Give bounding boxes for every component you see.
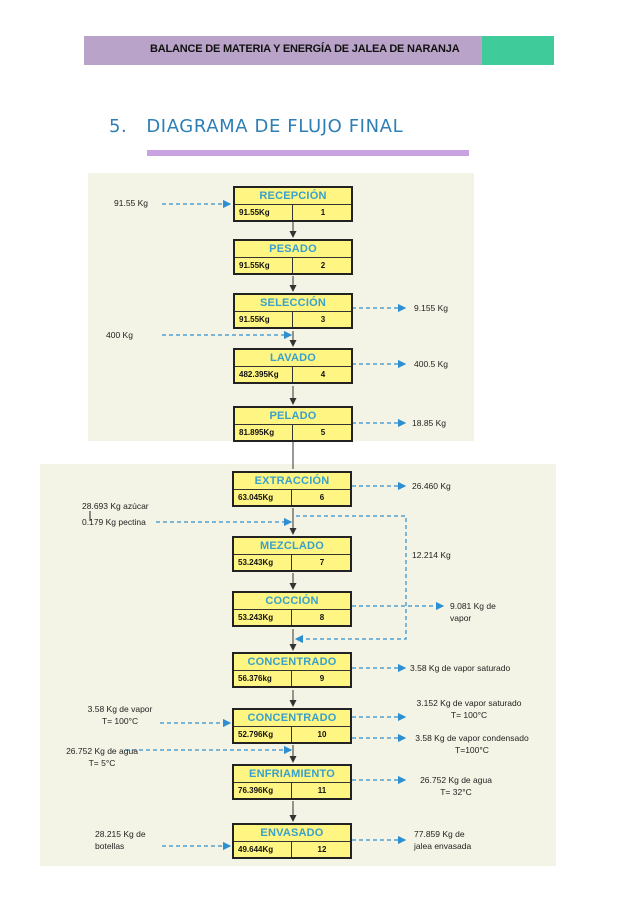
input-botellas-line1: 28.215 Kg de xyxy=(95,829,146,839)
output-seleccion-label: 9.155 Kg xyxy=(414,303,449,313)
step-title: MEZCLADO xyxy=(234,538,350,555)
step-number: 1 xyxy=(320,208,326,217)
step-title: CONCENTRADO xyxy=(234,710,350,727)
input-vapor-line1: 3.58 Kg de vapor xyxy=(87,704,153,714)
step-seleccion: SELECCIÓN 91.55Kg 3 xyxy=(233,293,353,329)
input-agua-label: 26.752 Kg de agua T= 5°C xyxy=(62,745,142,769)
step-mass: 91.55Kg xyxy=(237,312,293,327)
input-azucar-label: 28.693 Kg azúcar xyxy=(82,501,149,511)
output-enfriamiento-line2: T= 32°C xyxy=(440,787,472,797)
step-mass: 482.395Kg xyxy=(237,367,293,382)
output-coccion-label: 9.081 Kg de vapor xyxy=(450,600,496,624)
step-number: 9 xyxy=(319,674,325,683)
output-recirculacion-label: 12.214 Kg xyxy=(412,550,451,560)
input-vapor-label: 3.58 Kg de vapor T= 100°C xyxy=(80,703,160,727)
step-title: COCCIÓN xyxy=(234,593,350,610)
step-number: 6 xyxy=(319,493,325,502)
step-pesado: PESADO 91.55Kg 2 xyxy=(233,239,353,275)
step-mass: 56.376kg xyxy=(236,671,292,686)
step-mezclado: MEZCLADO 53.243Kg 7 xyxy=(232,536,352,572)
step-pelado: PELADO 81.895Kg 5 xyxy=(233,406,353,442)
step-mass: 91.55Kg xyxy=(237,258,293,273)
step-number: 2 xyxy=(320,261,326,270)
output-concentrado10b-label: 3.58 Kg de vapor condensado T=100°C xyxy=(404,732,540,756)
output-coccion-line1: 9.081 Kg de xyxy=(450,601,496,611)
step-number: 10 xyxy=(317,730,327,739)
step-enfriamiento: ENFRIAMIENTO 76.396Kg 11 xyxy=(232,764,352,800)
section-number: 5. xyxy=(109,116,128,137)
step-number: 4 xyxy=(320,370,326,379)
step-mass: 52.796Kg xyxy=(236,727,292,742)
input-agua-line1: 26.752 Kg de agua xyxy=(66,746,138,756)
step-extraccion: EXTRACCIÓN 63.045Kg 6 xyxy=(232,471,352,507)
step-coccion: COCCIÓN 53.243Kg 8 xyxy=(232,591,352,627)
section-underline xyxy=(147,150,469,156)
input-pectina-label: 0.179 Kg pectina xyxy=(82,517,146,527)
step-number: 8 xyxy=(319,613,325,622)
step-number: 3 xyxy=(320,315,326,324)
output-concentrado9-label: 3.58 Kg de vapor saturado xyxy=(410,663,511,673)
output-enfriamiento-label: 26.752 Kg de agua T= 32°C xyxy=(408,774,504,798)
step-title: SELECCIÓN xyxy=(235,295,351,312)
step-envasado: ENVASADO 49.644Kg 12 xyxy=(232,823,352,859)
step-mass: 81.895Kg xyxy=(237,425,293,440)
input-recepcion-label: 91.55 Kg xyxy=(114,198,149,208)
input-lavado-label: 400 Kg xyxy=(106,330,133,340)
step-mass: 53.243Kg xyxy=(236,555,292,570)
output-envasado-label: 77.859 Kg de jalea envasada xyxy=(414,828,471,852)
section-title-text: DIAGRAMA DE FLUJO FINAL xyxy=(146,116,404,137)
arrow-recirculacion xyxy=(294,515,407,644)
input-agua-line2: T= 5°C xyxy=(88,758,116,768)
step-title: EXTRACCIÓN xyxy=(234,473,350,490)
output-pelado-label: 18.85 Kg xyxy=(412,418,447,428)
step-lavado: LAVADO 482.395Kg 4 xyxy=(233,348,353,384)
input-botellas-line2: botellas xyxy=(95,841,125,851)
step-title: PELADO xyxy=(235,408,351,425)
step-title: RECEPCIÓN xyxy=(235,188,351,205)
output-concentrado10a-label: 3.152 Kg de vapor saturado T= 100°C xyxy=(404,697,534,721)
output-coccion-line2: vapor xyxy=(450,613,472,623)
header-accent xyxy=(482,36,554,65)
step-mass: 53.243Kg xyxy=(236,610,292,625)
page-header: BALANCE DE MATERIA Y ENERGÍA DE JALEA DE… xyxy=(84,36,554,65)
input-botellas-label: 28.215 Kg de botellas xyxy=(95,828,146,852)
header-band xyxy=(84,36,482,65)
output-enfriamiento-line1: 26.752 Kg de agua xyxy=(420,775,492,785)
step-title: LAVADO xyxy=(235,350,351,367)
header-title: BALANCE DE MATERIA Y ENERGÍA DE JALEA DE… xyxy=(150,43,460,55)
step-number: 7 xyxy=(319,558,325,567)
output-concentrado10b-line2: T=100°C xyxy=(455,745,489,755)
step-mass: 91.55Kg xyxy=(237,205,293,220)
step-number: 5 xyxy=(320,428,326,437)
input-vapor-line2: T= 100°C xyxy=(101,716,139,726)
step-title: ENVASADO xyxy=(234,825,350,842)
step-title: PESADO xyxy=(235,241,351,258)
output-concentrado10b-line1: 3.58 Kg de vapor condensado xyxy=(415,733,529,743)
output-concentrado10a-line2: T= 100°C xyxy=(450,710,488,720)
output-extraccion-label: 26.460 Kg xyxy=(412,481,451,491)
section-title: 5. DIAGRAMA DE FLUJO FINAL xyxy=(109,116,403,137)
step-mass: 49.644Kg xyxy=(236,842,292,857)
output-concentrado10a-line1: 3.152 Kg de vapor saturado xyxy=(416,698,522,708)
step-mass: 63.045Kg xyxy=(236,490,292,505)
output-lavado-label: 400.5 Kg xyxy=(414,359,449,369)
step-number: 12 xyxy=(317,845,327,854)
step-title: ENFRIAMIENTO xyxy=(234,766,350,783)
output-envasado-line1: 77.859 Kg de xyxy=(414,829,465,839)
step-recepcion: RECEPCIÓN 91.55Kg 1 xyxy=(233,186,353,222)
step-title: CONCENTRADO xyxy=(234,654,350,671)
step-mass: 76.396Kg xyxy=(236,783,292,798)
output-envasado-line2: jalea envasada xyxy=(414,841,472,851)
step-concentrado-9: CONCENTRADO 56.376kg 9 xyxy=(232,652,352,688)
step-concentrado-10: CONCENTRADO 52.796Kg 10 xyxy=(232,708,352,744)
step-number: 11 xyxy=(317,786,327,795)
